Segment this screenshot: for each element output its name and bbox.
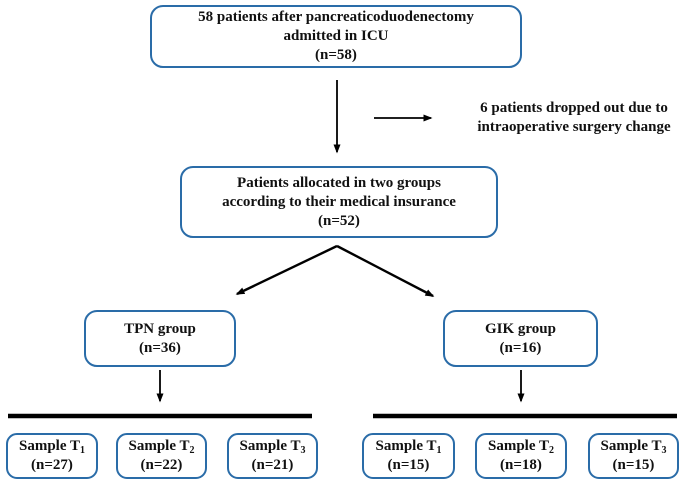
box-sample-tpn-t1-title: Sample T1	[19, 437, 85, 456]
dropout-note: 6 patients dropped out due to intraopera…	[458, 99, 685, 137]
sample-sub: 3	[300, 445, 306, 456]
box-sample-gik-t3-n: (n=15)	[612, 457, 655, 473]
box-admitted-icu-line2: admitted in ICU	[283, 28, 389, 44]
box-sample-gik-t2-n: (n=18)	[500, 457, 542, 473]
box-sample-gik-t1-n: (n=15)	[387, 457, 430, 473]
sample-sub: 3	[661, 445, 667, 456]
dropout-note-line1: 6 patients dropped out due to	[480, 100, 668, 116]
box-gik-group-n: (n=16)	[499, 339, 542, 356]
box-sample-gik-t3-title: Sample T3	[601, 437, 667, 456]
arrow-allocation-to-tpn	[235, 244, 338, 296]
box-sample-tpn-t2-title: Sample T2	[129, 437, 195, 456]
box-sample-gik-t1: Sample T1 (n=15)	[362, 433, 455, 479]
box-allocation-line2: according to their medical insurance	[222, 193, 456, 210]
box-sample-tpn-t2-n: (n=22)	[140, 457, 183, 473]
box-admitted-icu: 58 patients after pancreaticoduodenectom…	[150, 5, 522, 68]
box-allocation: Patients allocated in two groups accordi…	[180, 166, 498, 238]
box-sample-tpn-t3-title: Sample T3	[240, 437, 306, 456]
arrow-allocation-to-gik	[336, 244, 435, 298]
box-admitted-icu-n: (n=58)	[315, 47, 357, 63]
box-sample-tpn-t1-n: (n=27)	[31, 457, 73, 473]
box-sample-gik-t2-title: Sample T2	[488, 437, 554, 456]
box-sample-tpn-t1: Sample T1 (n=27)	[6, 433, 98, 479]
sample-label: Sample T	[600, 438, 662, 454]
sample-label: Sample T	[375, 438, 437, 454]
box-sample-gik-t3: Sample T3 (n=15)	[588, 433, 679, 479]
sample-label: Sample T	[128, 438, 190, 454]
box-sample-tpn-t3: Sample T3 (n=21)	[227, 433, 318, 479]
box-sample-tpn-t3-n: (n=21)	[251, 457, 294, 473]
sample-label: Sample T	[488, 438, 549, 454]
sample-sub: 2	[549, 445, 554, 456]
box-tpn-group-n: (n=36)	[139, 339, 181, 356]
sample-label: Sample T	[239, 438, 301, 454]
sample-sub: 1	[436, 445, 442, 456]
dropout-note-line2: intraoperative surgery change	[477, 119, 671, 135]
box-sample-gik-t1-title: Sample T1	[376, 437, 442, 456]
box-tpn-group-title: TPN group	[124, 320, 196, 337]
box-admitted-icu-line1: 58 patients after pancreaticoduodenectom…	[198, 9, 474, 25]
box-sample-gik-t2: Sample T2 (n=18)	[475, 433, 567, 479]
box-gik-group-title: GIK group	[485, 320, 556, 337]
sample-sub: 1	[80, 445, 85, 456]
box-sample-tpn-t2: Sample T2 (n=22)	[116, 433, 207, 479]
sample-label: Sample T	[19, 438, 80, 454]
box-tpn-group: TPN group (n=36)	[84, 310, 236, 367]
box-allocation-line1: Patients allocated in two groups	[237, 174, 441, 191]
box-gik-group: GIK group (n=16)	[443, 310, 598, 367]
sample-sub: 2	[189, 445, 195, 456]
box-allocation-n: (n=52)	[318, 212, 360, 229]
